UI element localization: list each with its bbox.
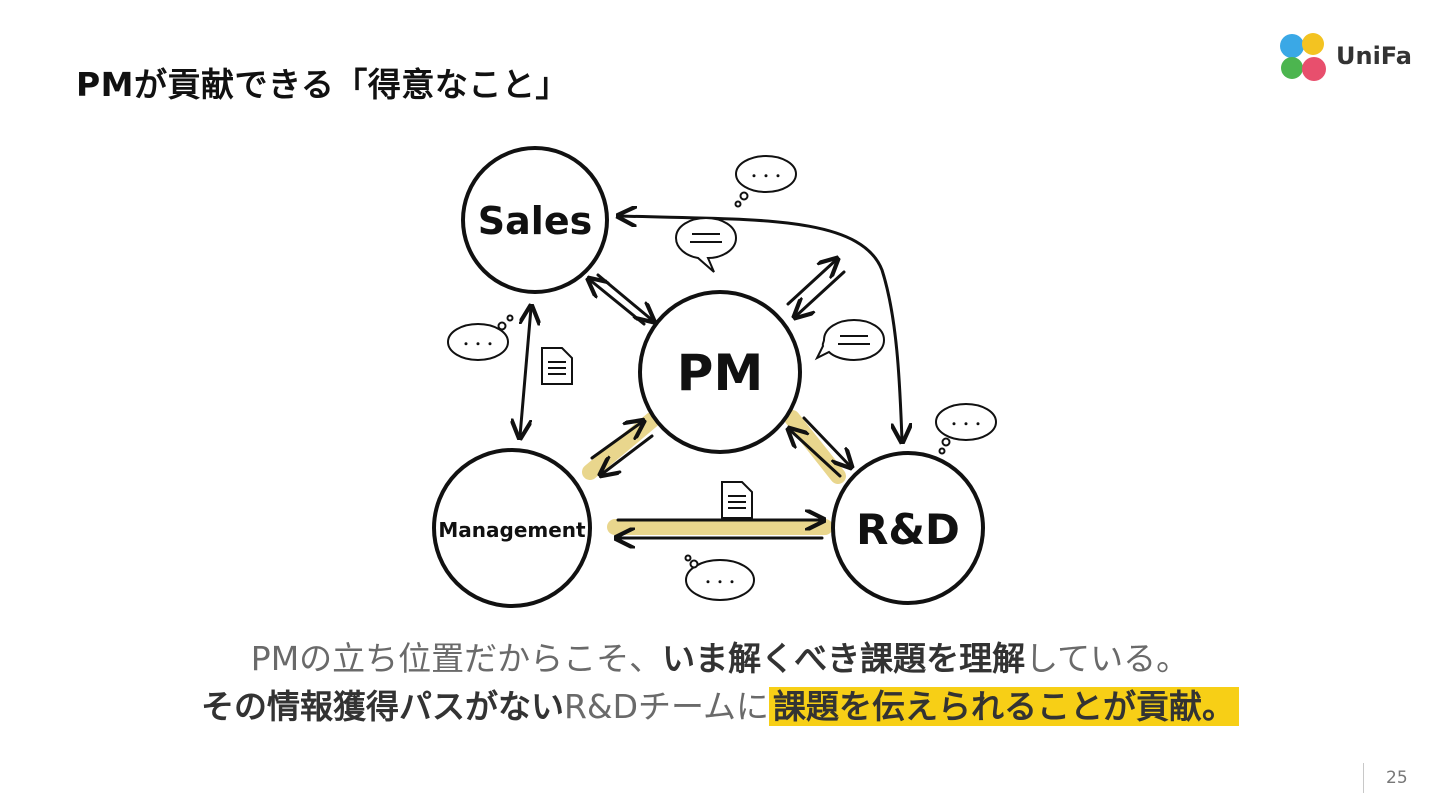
document-icon-bottom bbox=[721, 481, 753, 519]
page-number: 25 bbox=[1386, 768, 1408, 788]
page-title: PMが貢献できる「得意なこと」 bbox=[76, 65, 569, 104]
arrow-pm-to-upper bbox=[786, 260, 836, 306]
logo-text: UniFa bbox=[1336, 42, 1412, 70]
arrow-rnd-to-pm bbox=[790, 430, 842, 478]
caption-line-1: PMの立ち位置だからこそ、いま解くべき課題を理解している。 bbox=[0, 632, 1440, 680]
thought-bubble-top: ・・・ bbox=[734, 155, 797, 208]
arrow-pm-to-sales bbox=[590, 280, 646, 326]
arrow-pm-to-management bbox=[602, 434, 654, 474]
sales-label: Sales bbox=[478, 199, 592, 243]
caption-line-2: その情報獲得パスがないR&Dチームに課題を伝えられることが貢献。 bbox=[0, 680, 1440, 728]
rnd-node bbox=[831, 451, 985, 605]
arrow-sales-rnd bbox=[620, 216, 902, 440]
arrow-sales-to-pm bbox=[596, 273, 652, 320]
caption-line-2-part-2: R&Dチームに bbox=[563, 687, 770, 726]
svg-text:・・・: ・・・ bbox=[948, 417, 984, 431]
arrow-sales-management bbox=[520, 308, 531, 436]
speech-bubble-right-icon bbox=[814, 318, 886, 362]
caption-line-1-part-3: している。 bbox=[1025, 639, 1190, 678]
caption-line-2-emphasis: その情報獲得パスがない bbox=[200, 687, 564, 726]
arrow-pm-to-rnd bbox=[802, 416, 850, 466]
rnd-label: R&D bbox=[856, 505, 960, 554]
stakeholder-diagram: Sales PM Management R&D ・・・ ・・・ bbox=[432, 146, 997, 608]
speech-bubble-top-icon bbox=[674, 216, 738, 273]
svg-text:・・・: ・・・ bbox=[748, 169, 784, 183]
logo-mark-icon bbox=[1280, 33, 1326, 81]
thought-bubble-right: ・・・ bbox=[935, 403, 997, 455]
document-icon-left bbox=[541, 347, 573, 385]
arrows bbox=[520, 216, 902, 538]
arrow-management-to-pm bbox=[590, 422, 642, 460]
thought-bubble-left: ・・・ bbox=[447, 314, 514, 361]
sales-node bbox=[461, 146, 609, 294]
management-node bbox=[432, 448, 592, 608]
pm-label: PM bbox=[677, 344, 763, 402]
caption-line-1-emphasis: いま解くべき課題を理解 bbox=[662, 639, 1026, 678]
arrow-upper-to-pm bbox=[796, 270, 846, 316]
caption-line-2-highlight: 課題を伝えられることが貢献。 bbox=[769, 687, 1240, 726]
unifa-logo: UniFa bbox=[1278, 32, 1418, 84]
caption-line-1-part-1: PMの立ち位置だからこそ、 bbox=[250, 639, 663, 678]
thought-bubble-bottom: ・・・ bbox=[684, 554, 755, 601]
svg-text:・・・: ・・・ bbox=[702, 575, 738, 589]
page-number-divider bbox=[1363, 763, 1364, 793]
svg-text:・・・: ・・・ bbox=[460, 337, 496, 351]
management-label: Management bbox=[438, 518, 586, 542]
